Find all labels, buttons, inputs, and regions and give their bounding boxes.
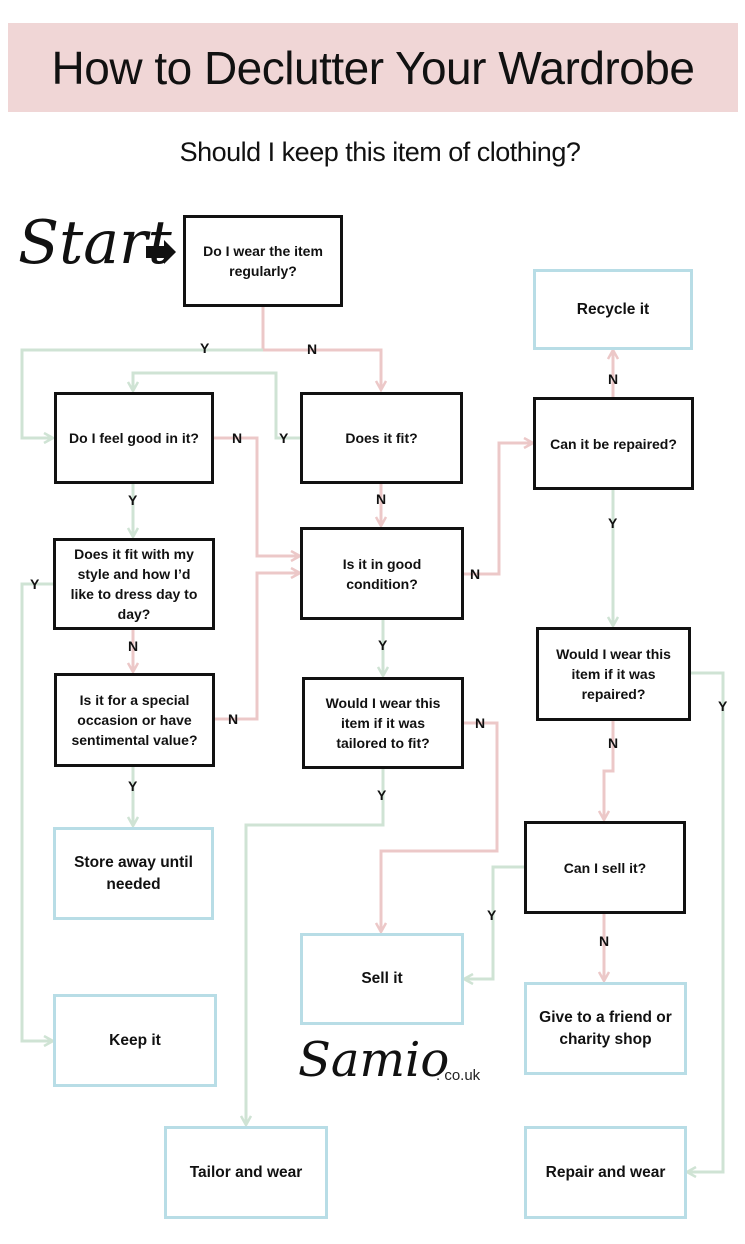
question-can-repair: Can it be repaired? xyxy=(533,397,694,490)
label-no: N xyxy=(608,735,619,751)
question-fit-style: Does it fit with my style and how I’d li… xyxy=(53,538,215,630)
start-label: Start xyxy=(18,208,172,278)
label-no: N xyxy=(232,430,243,446)
label-yes: Y xyxy=(279,430,289,446)
line-no-wear-to-fit xyxy=(261,306,381,390)
label-no: N xyxy=(599,933,610,949)
line-no-feelgood-to-condition xyxy=(213,436,300,556)
outcome-repair: Repair and wear xyxy=(524,1126,687,1219)
line-no-wearrepaired-to-sell xyxy=(604,720,615,820)
line-yes-tailored-to-tailor xyxy=(246,768,385,1125)
label-yes: Y xyxy=(128,778,138,794)
line-yes-wearrepaired-to-repairwear xyxy=(687,671,725,1172)
label-no: N xyxy=(128,638,139,654)
question-wear-regularly: Do I wear the item regularly? xyxy=(183,215,343,307)
line-no-special-to-condition xyxy=(213,573,300,721)
label-yes: Y xyxy=(487,907,497,923)
outcome-sell: Sell it xyxy=(300,933,464,1025)
question-can-sell: Can I sell it? xyxy=(524,821,686,914)
label-no: N xyxy=(376,491,387,507)
label-yes: Y xyxy=(378,637,388,653)
label-no: N xyxy=(475,715,486,731)
label-yes: Y xyxy=(128,492,138,508)
label-no: N xyxy=(608,371,619,387)
label-no: N xyxy=(470,566,481,582)
outcome-tailor: Tailor and wear xyxy=(164,1126,328,1219)
label-yes: Y xyxy=(608,515,618,531)
brand-logo: Samio xyxy=(298,1032,450,1088)
page-title: How to Declutter Your Wardrobe xyxy=(51,41,695,94)
line-yes-cansell-to-sell xyxy=(464,865,524,979)
label-yes: Y xyxy=(377,787,387,803)
label-yes: Y xyxy=(30,576,40,592)
label-yes: Y xyxy=(718,698,728,714)
question-special-occasion: Is it for a special occasion or have sen… xyxy=(54,673,215,767)
line-yes-wear-to-feelgood xyxy=(20,348,263,438)
brand-domain: . co.uk xyxy=(436,1067,481,1084)
question-good-condition: Is it in good condition? xyxy=(300,527,464,620)
line-no-condition-to-repair xyxy=(463,443,533,576)
outcome-recycle: Recycle it xyxy=(533,269,693,350)
question-wear-if-repaired: Would I wear this item if it was repaire… xyxy=(536,627,691,721)
line-yes-style-to-keep xyxy=(20,582,53,1041)
outcome-store-away: Store away until needed xyxy=(53,827,214,920)
question-feel-good: Do I feel good in it? xyxy=(54,392,214,484)
outcome-keep: Keep it xyxy=(53,994,217,1087)
start-arrow-icon xyxy=(146,240,176,264)
label-no: N xyxy=(307,341,318,357)
question-does-it-fit: Does it fit? xyxy=(300,392,463,484)
page-subtitle: Should I keep this item of clothing? xyxy=(179,137,581,167)
question-wear-if-tailored: Would I wear this item if it was tailore… xyxy=(302,677,464,769)
outcome-give-away: Give to a friend or charity shop xyxy=(524,982,687,1075)
line-yes-fit-to-feelgood xyxy=(133,371,300,440)
line-no-tailored-to-sell xyxy=(381,721,499,932)
label-no: N xyxy=(228,711,239,727)
label-yes: Y xyxy=(200,340,210,356)
title-banner xyxy=(8,23,738,112)
